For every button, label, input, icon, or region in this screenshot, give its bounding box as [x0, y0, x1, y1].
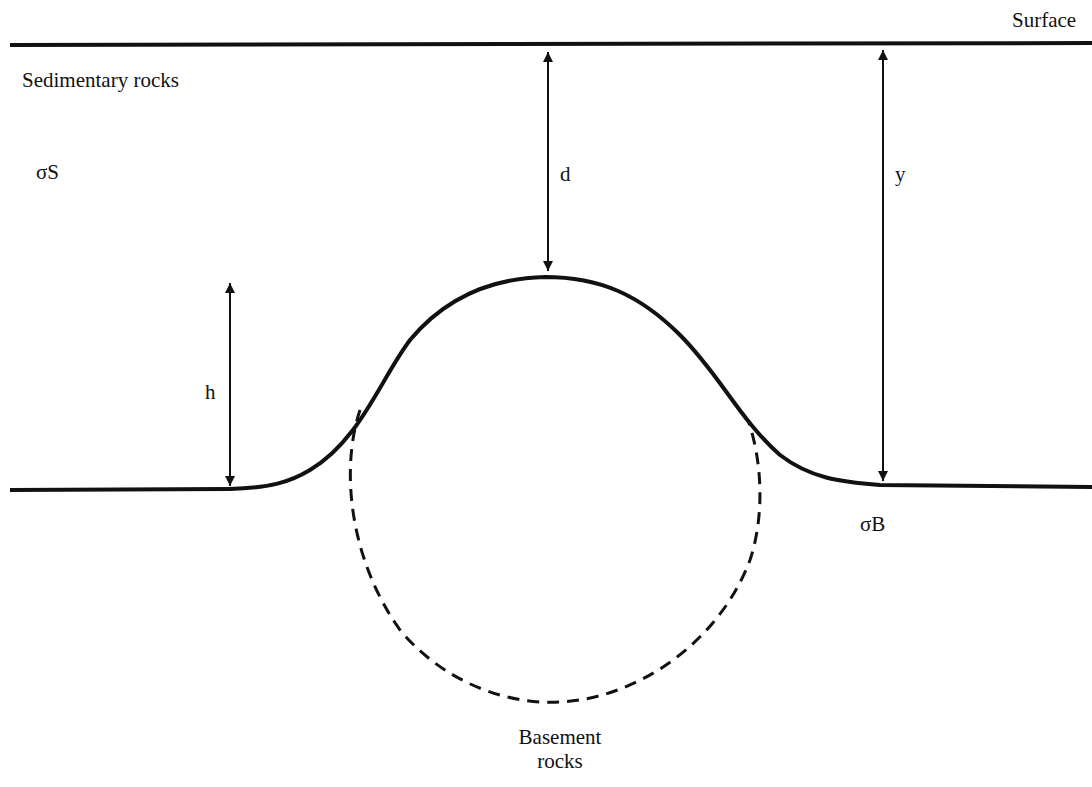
- dimension-label: y: [895, 162, 906, 186]
- density-label: σB: [860, 512, 885, 536]
- surface-line: [10, 43, 1092, 45]
- y-arrow: [882, 50, 884, 481]
- rock-label: Sedimentary rocks: [22, 68, 179, 92]
- dashed-circle: [350, 410, 760, 702]
- density-label: σS: [36, 160, 59, 184]
- basement-contact: [10, 277, 1092, 490]
- h-arrow: [229, 283, 231, 486]
- dimension-label: d: [560, 162, 571, 186]
- rock-label: Basement rocks: [500, 725, 620, 773]
- dimension-label: h: [205, 380, 216, 404]
- d-arrow: [547, 52, 549, 271]
- surface-label: Surface: [1012, 8, 1076, 32]
